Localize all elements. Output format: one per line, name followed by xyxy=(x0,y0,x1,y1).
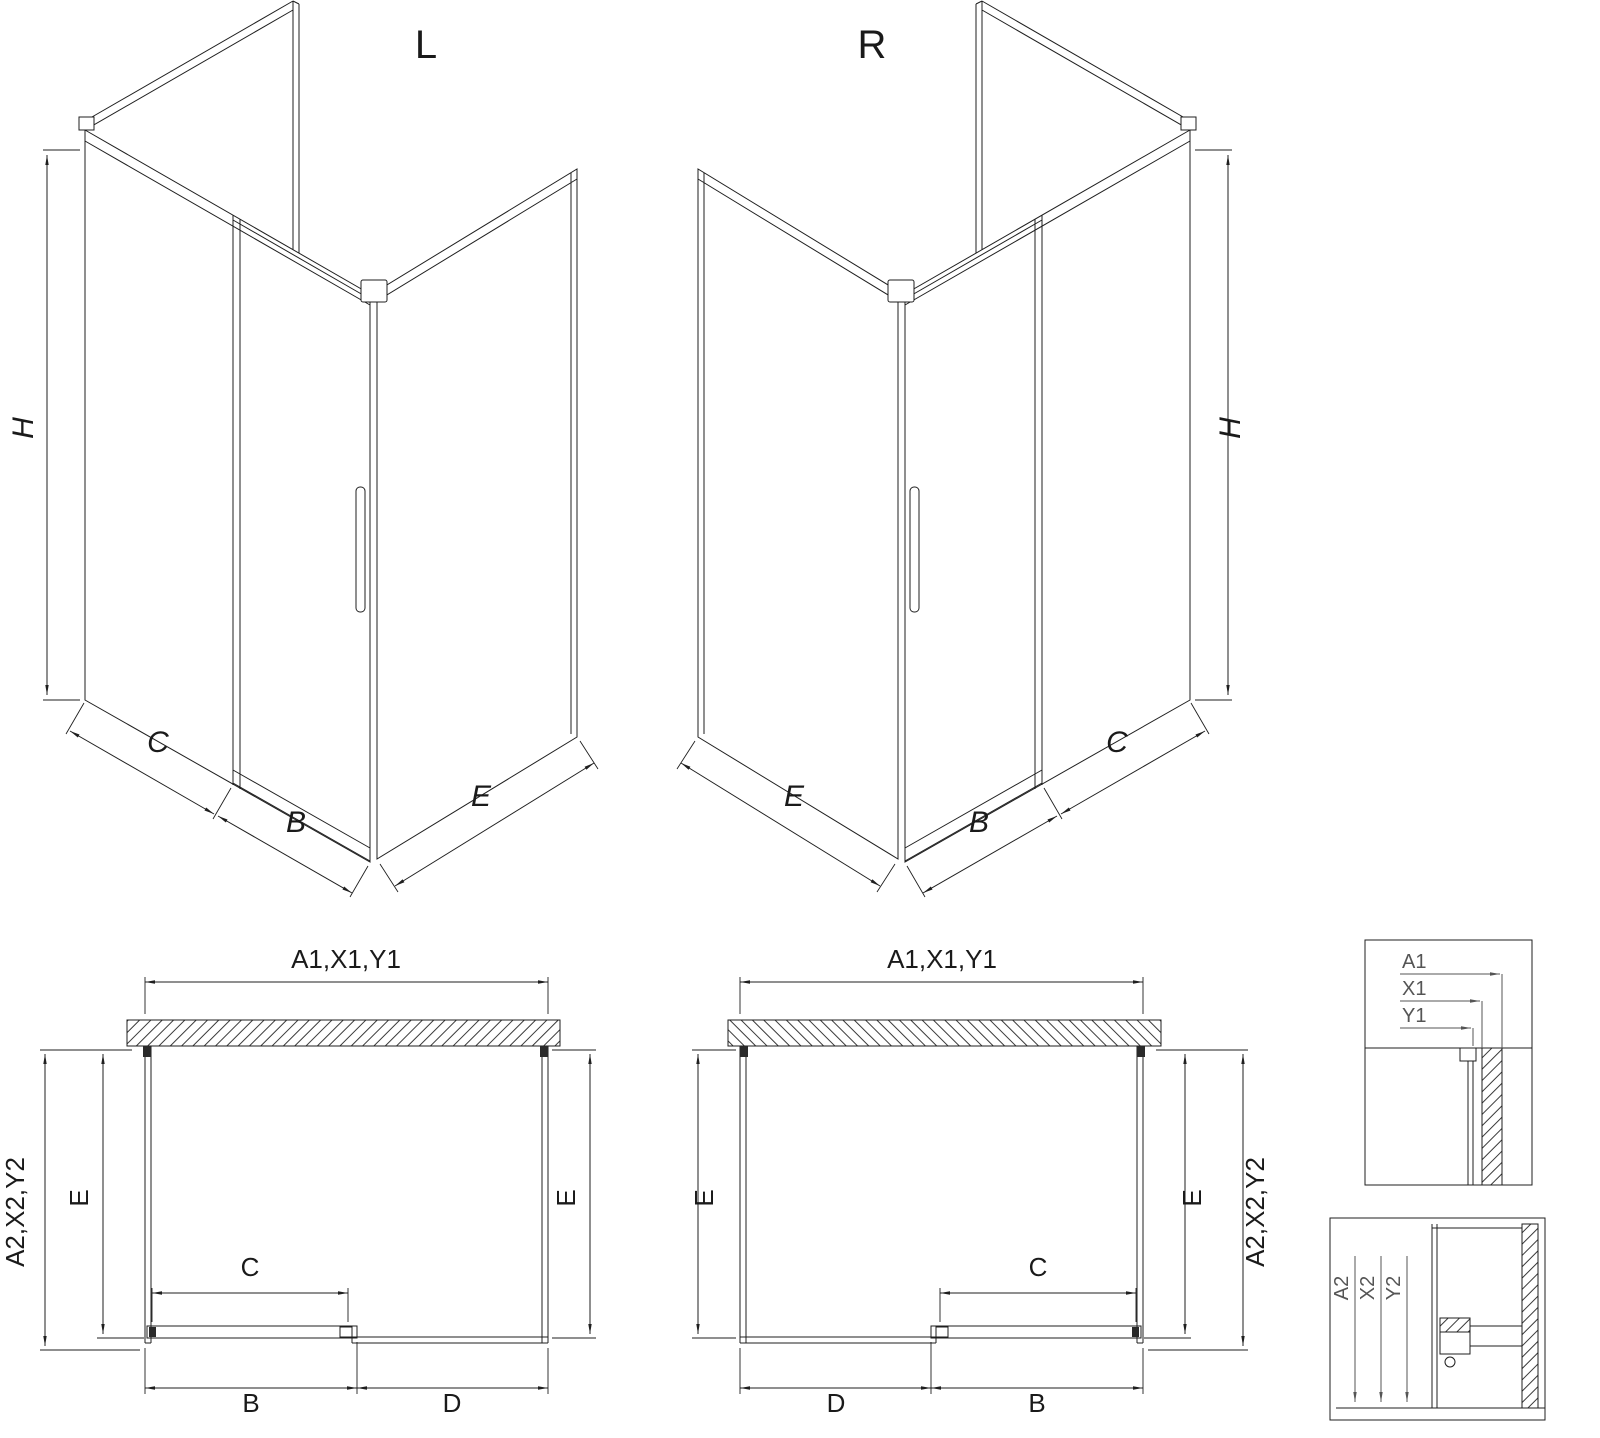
wall-section-detail xyxy=(1481,1047,1503,1186)
detail-top-label-y1: Y1 xyxy=(1402,1005,1426,1027)
plan-view-right xyxy=(692,977,1248,1394)
isometric-view-right xyxy=(677,1,1232,897)
plan-right-dim-b: B xyxy=(1028,1388,1045,1418)
dim-label-c-left: C xyxy=(147,726,169,759)
plan-right-dim-c: C xyxy=(1029,1252,1048,1282)
plan-left-dim-top: A1,X1,Y1 xyxy=(291,944,401,974)
dim-label-e-left: E xyxy=(471,780,492,813)
right-side-panel xyxy=(376,168,578,860)
plan-left-dim-e-right: E xyxy=(551,1189,581,1206)
profile-detail xyxy=(1459,1047,1477,1062)
plan-glass-walls xyxy=(143,1046,549,1344)
labels: L H C B E R H C B E A1,X1,Y1 A2,X2,Y2 E … xyxy=(0,23,1426,1418)
wall-section-hatched xyxy=(126,1019,561,1047)
dim-label-b-right: B xyxy=(969,806,989,839)
detail-bottom-label-y2: Y2 xyxy=(1383,1276,1405,1300)
plan-left-dim-e-left: E xyxy=(64,1189,94,1206)
plan-left-dim-c: C xyxy=(241,1252,260,1282)
isometric-view-left xyxy=(43,0,599,898)
detail-bottom-label-x2: X2 xyxy=(1357,1276,1379,1300)
dim-label-e-right: E xyxy=(784,780,805,813)
wall-section-detail-bottom xyxy=(1521,1223,1539,1409)
detail-view-bottom xyxy=(1329,1217,1546,1421)
front-door-panel xyxy=(84,129,371,863)
sliding-door-plan xyxy=(146,1325,358,1339)
bottom-guide-profile xyxy=(1439,1317,1522,1368)
door-end-block xyxy=(149,1327,156,1337)
detail-view-top xyxy=(1364,939,1533,1186)
wall-profile-right xyxy=(540,1046,548,1057)
detail-bottom-leaders xyxy=(1353,1256,1409,1402)
detail-top-label-x1: X1 xyxy=(1402,978,1426,1000)
plan-right-dim-d: D xyxy=(827,1388,846,1418)
door-handle xyxy=(355,486,366,613)
plan-right-dim-depth: A2,X2,Y2 xyxy=(1240,1157,1270,1267)
wall-bracket xyxy=(78,116,95,131)
variant-label-r: R xyxy=(858,23,887,67)
plan-left-dim-depth: A2,X2,Y2 xyxy=(0,1157,30,1267)
dim-label-b-left: B xyxy=(286,806,306,839)
plan-dimensions xyxy=(40,977,596,1394)
detail-top-leaders xyxy=(1400,972,1503,1048)
plan-left-dim-b: B xyxy=(242,1388,259,1418)
dim-label-h-right: H xyxy=(1214,417,1247,439)
door-carriage xyxy=(339,1326,353,1338)
iso-dimensions xyxy=(43,149,599,898)
back-side-panel xyxy=(84,0,300,253)
variant-label-l: L xyxy=(415,23,437,67)
detail-top-label-a1: A1 xyxy=(1402,951,1426,973)
roller-detail xyxy=(1444,1356,1456,1368)
corner-connector xyxy=(360,279,388,303)
plan-view-left xyxy=(40,977,596,1394)
plan-left-dim-d: D xyxy=(443,1388,462,1418)
dim-label-c-right: C xyxy=(1106,726,1128,759)
detail-bottom-label-a2: A2 xyxy=(1331,1276,1353,1300)
plan-right-dim-top: A1,X1,Y1 xyxy=(887,944,997,974)
dim-label-h-left: H xyxy=(7,417,40,439)
plan-right-dim-e-left: E xyxy=(689,1189,719,1206)
plan-right-dim-e-right: E xyxy=(1177,1189,1207,1206)
wall-profile-left xyxy=(143,1046,151,1057)
